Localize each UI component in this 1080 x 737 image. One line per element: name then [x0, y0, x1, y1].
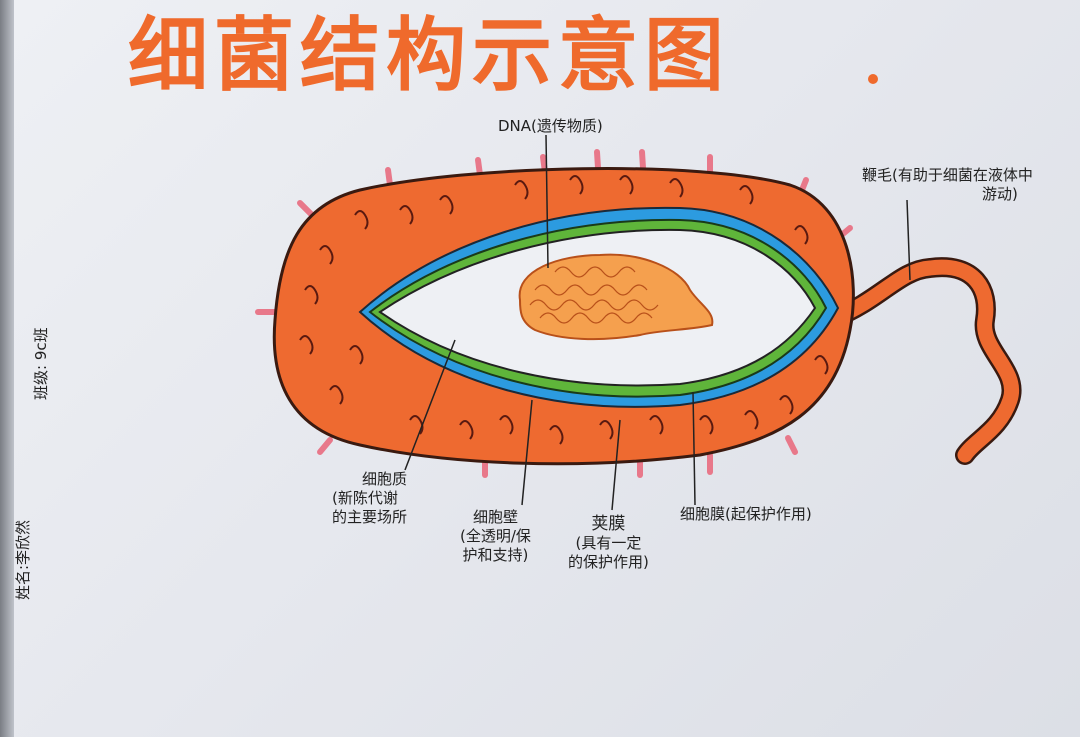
title-period — [868, 74, 878, 84]
leader-lines — [404, 134, 911, 511]
cell-wall-label-line1: 细胞壁 — [472, 508, 518, 526]
cytoplasm-label-line2: (新陈代谢 — [332, 489, 398, 507]
capsule-label-line1: 荚膜 — [591, 514, 626, 534]
student-name: 姓名:李欣然 — [14, 519, 32, 600]
student-class: 班级: 9c班 — [32, 327, 50, 400]
cytoplasm-label-line1: 细胞质 — [362, 470, 408, 488]
cytoplasm-label: 细胞质 (新陈代谢 的主要场所 — [332, 470, 407, 527]
flagellum-label-line1: 鞭毛(有助于细菌在液体中 — [862, 166, 1033, 184]
cytoplasm-label-line3: 的主要场所 — [332, 508, 408, 526]
flagellum-label: 鞭毛(有助于细菌在液体中 游动) — [862, 166, 1033, 204]
capsule-label: 荚膜 (具有一定 的保护作用) — [568, 515, 649, 572]
capsule-squiggles — [299, 175, 829, 445]
cell-wall-label-line2: (全透明/保 — [460, 527, 531, 545]
dna-label: DNA(遗传物质) — [498, 117, 603, 135]
capsule-label-line2: (具有一定 — [575, 534, 642, 552]
cell-wall-label-line3: 护和支持) — [462, 546, 529, 564]
paper-edge — [0, 0, 14, 737]
cell-membrane-label: 细胞膜(起保护作用) — [680, 505, 812, 523]
cell-wall-label: 细胞壁 (全透明/保 护和支持) — [460, 508, 531, 565]
capsule-label-line3: 的保护作用) — [568, 553, 649, 571]
flagellum-label-line2: 游动) — [982, 185, 1018, 203]
dna-blob — [518, 253, 714, 341]
diagram-title: 细菌结构示意图 — [128, 9, 730, 102]
